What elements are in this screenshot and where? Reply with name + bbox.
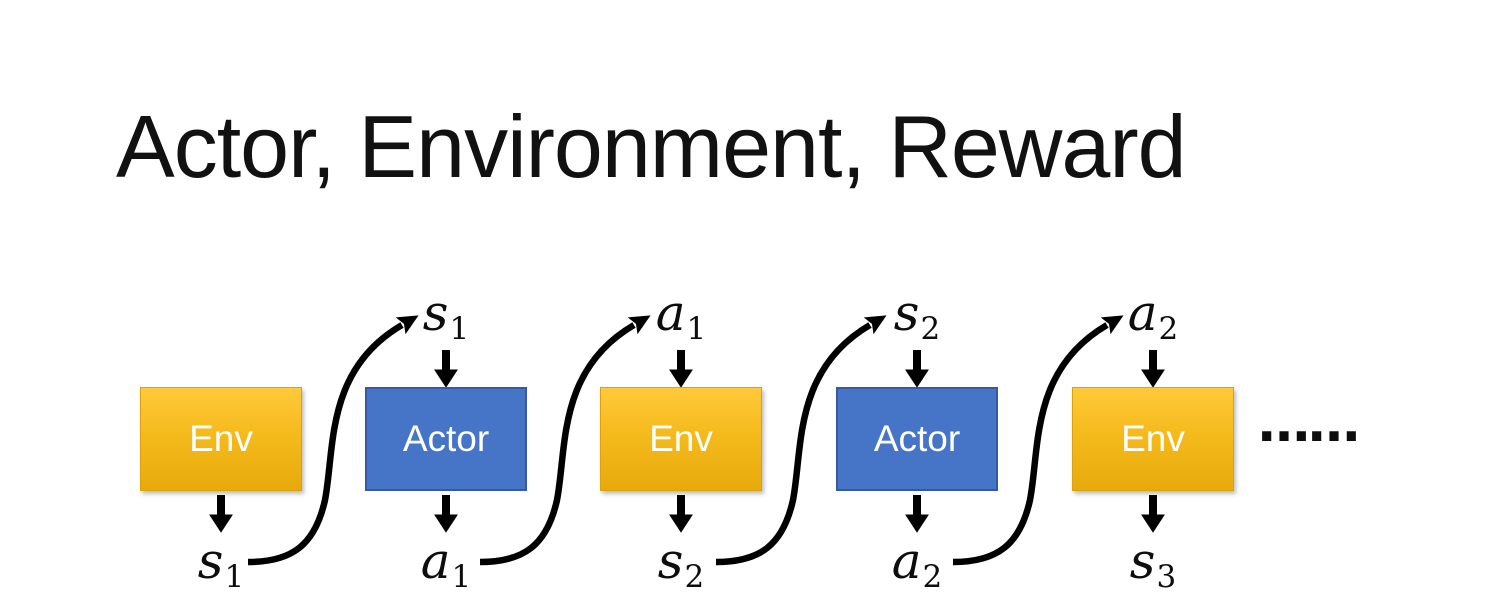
env-box-2-label: Env — [649, 418, 713, 459]
env-box-2: Env — [600, 387, 762, 491]
actor-box-1: Actor — [365, 387, 527, 491]
actor-box-1-label: Actor — [402, 418, 490, 459]
actor-box-2-label: Actor — [873, 418, 961, 459]
label-s2-bottom: s2 — [657, 532, 705, 595]
label-s3-bottom: s3 — [1129, 532, 1177, 595]
env-box-1-label: Env — [189, 418, 253, 459]
label-s1-bottom: s1 — [197, 532, 245, 595]
label-a2-top: a2 — [1127, 284, 1179, 347]
continuation-ellipsis: …… — [1258, 394, 1360, 454]
label-a2-bottom: a2 — [891, 532, 943, 595]
env-box-3: Env — [1072, 387, 1234, 491]
page-title: Actor, Environment, Reward — [116, 97, 1187, 196]
actor-box-2: Actor — [836, 387, 998, 491]
label-a1-top: a1 — [655, 284, 707, 347]
env-box-1: Env — [140, 387, 302, 491]
env-box-3-label: Env — [1121, 418, 1185, 459]
label-s1-top: s1 — [422, 284, 470, 347]
label-a1-bottom: a1 — [420, 532, 472, 595]
label-s2-top: s2 — [893, 284, 941, 347]
